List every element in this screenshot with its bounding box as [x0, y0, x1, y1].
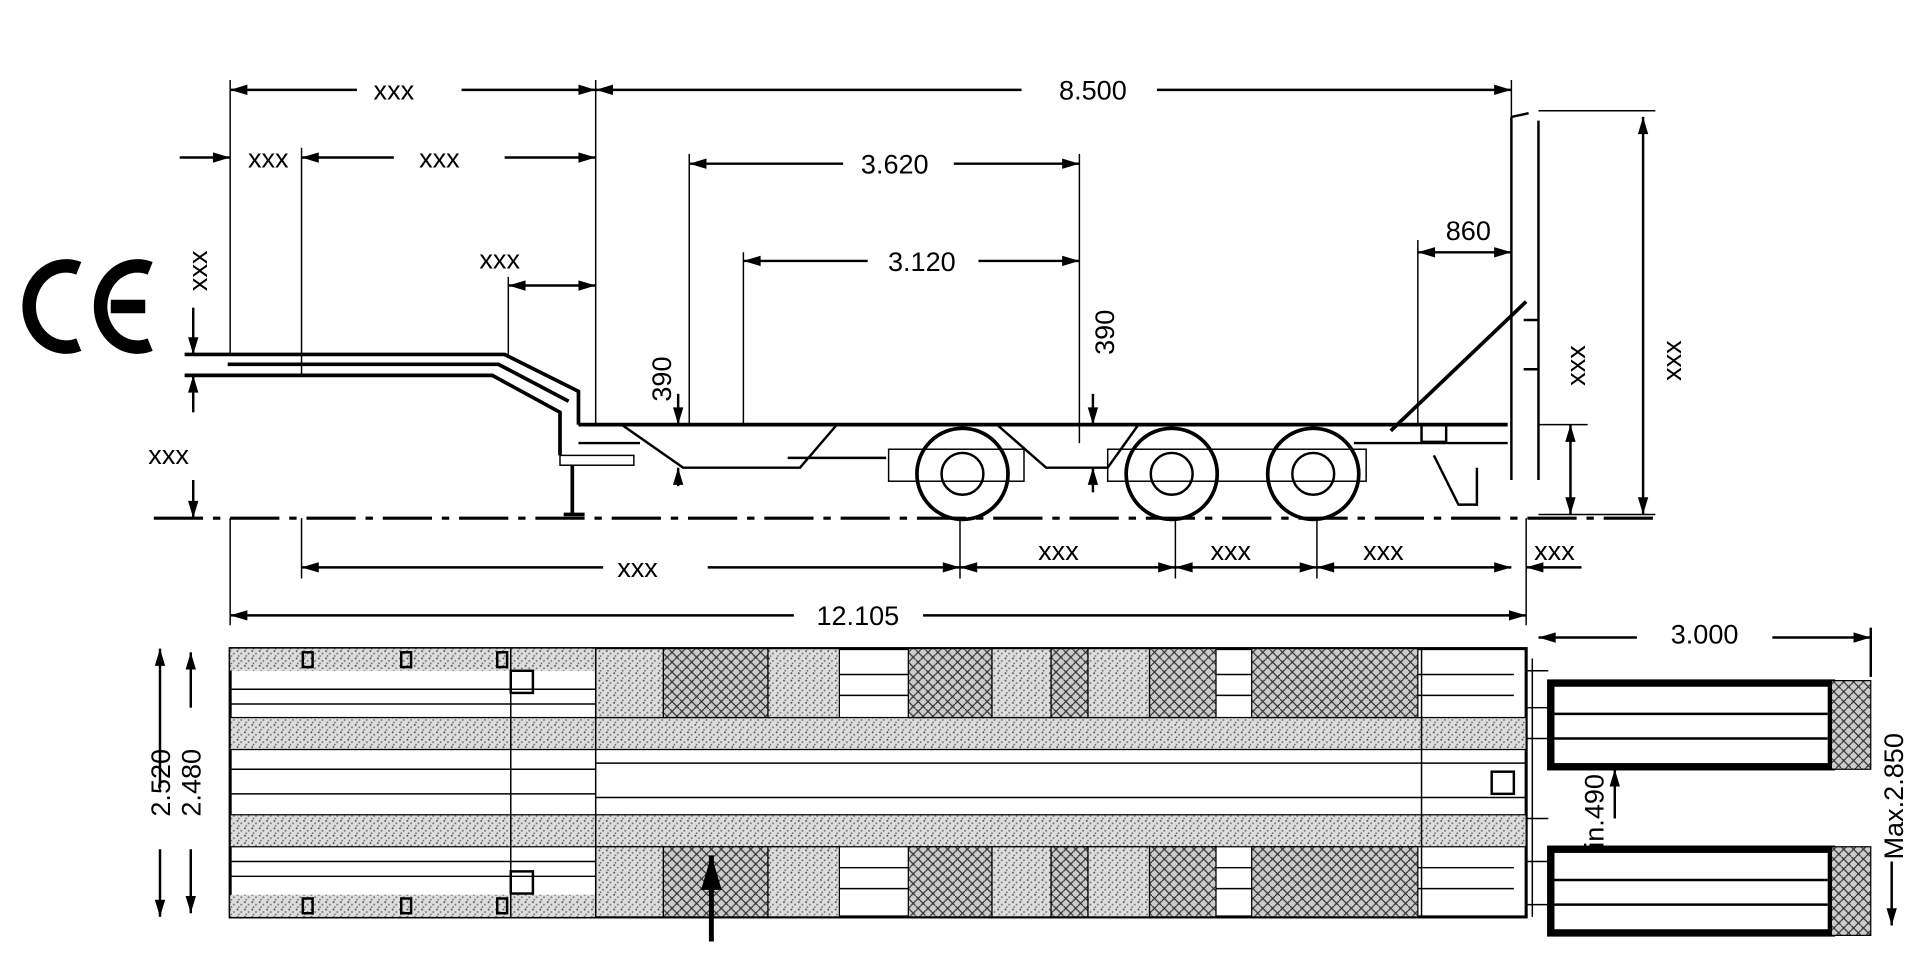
textured-band-upper — [229, 716, 1527, 751]
dimension-lines — [154, 84, 1897, 926]
dim-kingpin-to-neck: xxx — [419, 142, 460, 173]
rear-ramp — [1510, 112, 1540, 480]
dim-well-depth-front: 390 — [646, 356, 677, 401]
wheels — [887, 426, 1367, 522]
dim-overall-width: 2.520 — [145, 749, 176, 817]
dim-well-depth-rear: 390 — [1089, 310, 1120, 355]
dim-axle1-to-axle2: xxx — [1038, 535, 1079, 566]
dim-rear-overhang: xxx — [1534, 535, 1575, 566]
lashing-points — [301, 651, 1516, 915]
ramp-lower — [1547, 845, 1872, 937]
dim-deck-width: 2.480 — [176, 749, 207, 817]
dim-axle3-to-rear: xxx — [1363, 535, 1404, 566]
dim-axle2-to-axle3: xxx — [1210, 535, 1251, 566]
side-view — [153, 112, 1656, 522]
top-view — [228, 647, 1872, 942]
deck-planks — [230, 688, 1527, 878]
chassis-frame — [578, 423, 1508, 469]
hydraulic-cylinder — [1389, 300, 1528, 433]
dim-kingpin-to-axle1: xxx — [617, 552, 658, 583]
dim-well-outer: 3.620 — [861, 149, 929, 180]
dim-ramp-length: 3.000 — [1671, 619, 1739, 650]
dim-gooseneck-height: xxx — [182, 250, 213, 291]
dim-front-overhang: xxx — [248, 142, 289, 173]
dim-overall-height: xxx — [1656, 340, 1687, 381]
dim-fifth-wheel-height: xxx — [148, 439, 189, 470]
dim-neck-step: xxx — [479, 243, 520, 274]
ce-logo — [22, 259, 153, 354]
support-leg — [563, 465, 585, 517]
dim-ramp-height: xxx — [1560, 345, 1591, 386]
dim-well-inner: 3.120 — [888, 246, 956, 277]
dim-ramp-offset: 860 — [1446, 215, 1491, 246]
dim-gooseneck-length: xxx — [374, 75, 415, 106]
ramp-upper — [1547, 679, 1872, 771]
deck-plates — [595, 648, 1419, 918]
textured-band-lower — [229, 814, 1527, 848]
dim-overall-length: 12.105 — [816, 600, 899, 631]
dim-deck-length: 8.500 — [1059, 75, 1127, 106]
dim-ramp-span: Max.2.850 — [1878, 733, 1909, 859]
gooseneck — [184, 352, 581, 456]
